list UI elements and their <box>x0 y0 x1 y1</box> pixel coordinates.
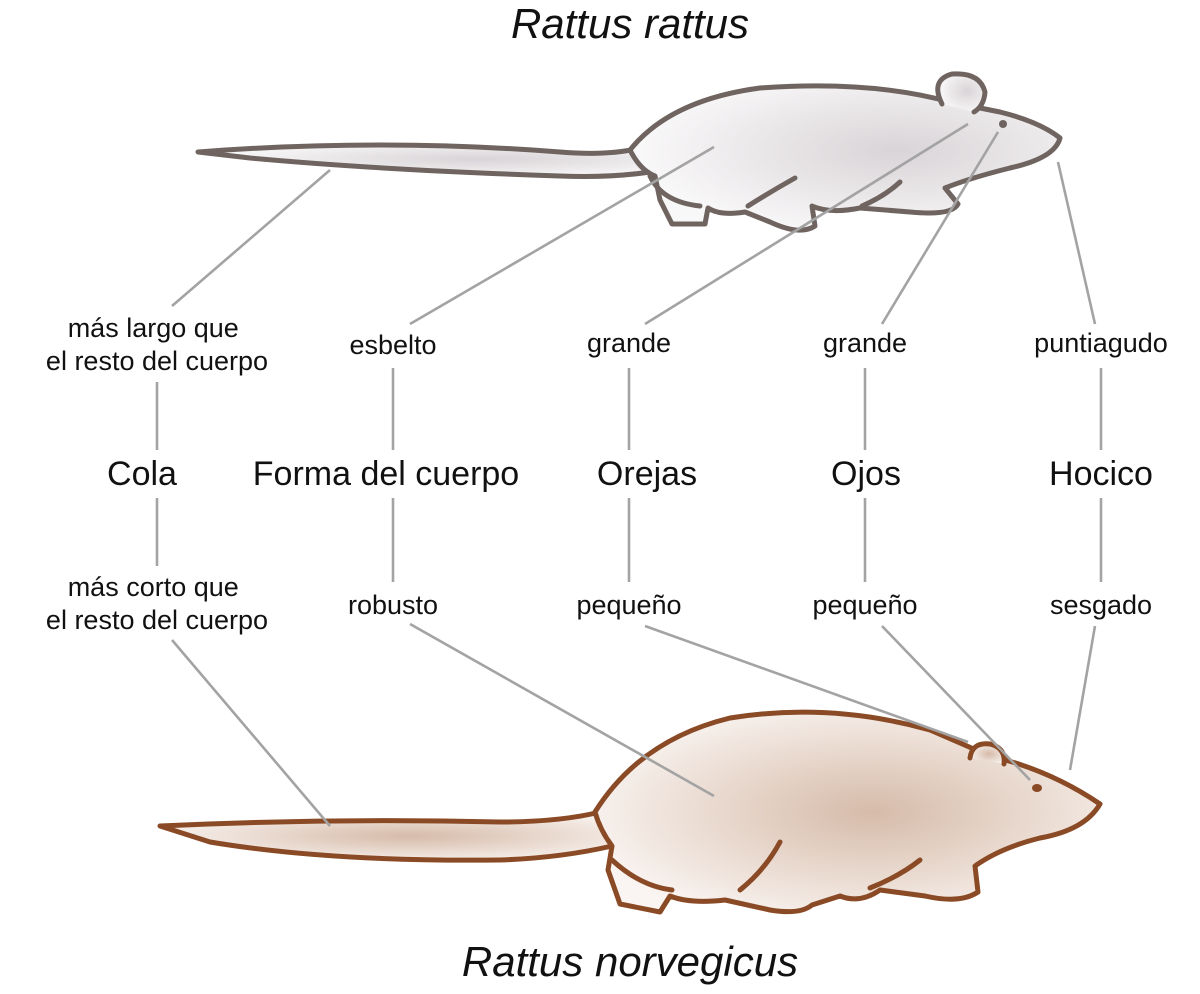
feature-column-forma-del-cuerpo: esbelto Forma del cuerpo robusto <box>253 330 519 620</box>
feature-label-orejas: Orejas <box>597 455 697 493</box>
feature-column-orejas: grande Orejas pequeño <box>576 328 697 620</box>
connector-tail-rattus <box>171 169 331 307</box>
connector-snout-norvegicus <box>1068 625 1097 771</box>
trait-norvegicus-tail-line2: el resto del cuerpo <box>46 605 268 635</box>
rattus-tail <box>195 142 653 179</box>
rattus-rattus-illustration <box>195 71 1063 233</box>
trait-rattus-ears: grande <box>587 328 671 358</box>
trait-rattus-tail-line2: el resto del cuerpo <box>46 346 268 376</box>
rattus-body <box>627 83 1063 233</box>
species-title-rattus-norvegicus: Rattus norvegicus <box>462 938 798 985</box>
trait-rattus-tail: más largo que el resto del cuerpo <box>46 313 268 376</box>
feature-label-forma-del-cuerpo: Forma del cuerpo <box>253 455 519 493</box>
feature-column-hocico: puntiagudo Hocico sesgado <box>1034 328 1168 620</box>
feature-label-cola: Cola <box>107 455 177 493</box>
connector-body-norvegicus <box>409 622 715 798</box>
trait-rattus-body: esbelto <box>349 330 436 360</box>
connector-lines <box>155 122 1103 827</box>
norvegicus-eye <box>1032 784 1042 792</box>
trait-norvegicus-ears: pequeño <box>576 590 681 620</box>
rattus-eye <box>999 120 1007 128</box>
connector-ears-norvegicus <box>644 624 969 744</box>
rattus-hind-leg <box>647 173 903 209</box>
rattus-norvegicus-illustration <box>157 709 1103 915</box>
trait-rattus-eyes: grande <box>823 328 907 358</box>
connector-snout-rattus <box>1056 161 1097 325</box>
connector-eyes-rattus <box>880 131 1000 325</box>
feature-column-ojos: grande Ojos pequeño <box>812 328 917 620</box>
feature-label-ojos: Ojos <box>831 455 901 493</box>
norvegicus-ear <box>967 741 1007 767</box>
trait-norvegicus-tail: más corto que el resto del cuerpo <box>46 572 268 635</box>
trait-rattus-snout: puntiagudo <box>1034 328 1168 358</box>
norvegicus-legs <box>609 839 923 893</box>
rattus-ear <box>935 71 988 115</box>
connector-ears-rattus <box>644 122 969 326</box>
connector-body-rattus <box>409 145 715 326</box>
norvegicus-tail <box>157 809 615 863</box>
trait-norvegicus-snout: sesgado <box>1050 590 1152 620</box>
connector-tail-norvegicus <box>171 639 331 827</box>
trait-norvegicus-tail-line1: más corto que <box>68 572 239 602</box>
trait-rattus-tail-line1: más largo que <box>68 313 239 343</box>
connector-eyes-norvegicus <box>881 625 1031 781</box>
feature-column-cola: más largo que el resto del cuerpo Cola m… <box>46 313 268 635</box>
norvegicus-body <box>592 709 1103 915</box>
trait-norvegicus-body: robusto <box>348 590 438 620</box>
trait-norvegicus-eyes: pequeño <box>812 590 917 620</box>
species-title-rattus-rattus: Rattus rattus <box>511 0 749 47</box>
feature-label-hocico: Hocico <box>1049 455 1153 493</box>
